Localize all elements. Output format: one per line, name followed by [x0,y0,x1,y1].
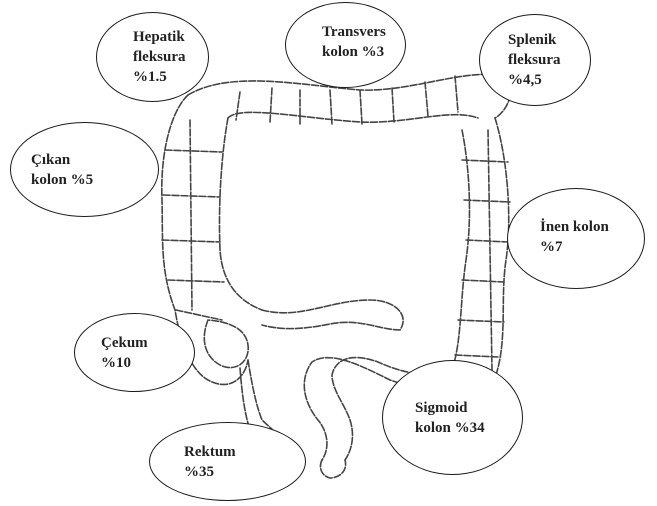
splenic-flexure-line-3: %4,5 [508,70,590,90]
splenic-flexure-line-1: Splenik [508,30,590,50]
rectum [320,460,345,478]
cecum-label: Çekum %10 [74,313,195,392]
hepatic-flexure-line-2: fleksura [133,47,208,67]
sigmoid-colon-line-1: Sigmoid [415,398,522,418]
ascending-colon-line-1: Çıkan [31,150,158,170]
ascending-colon-label: Çıkan kolon %5 [10,122,159,217]
sigmoid-colon-label: Sigmoid kolon %34 [382,360,523,475]
transverse-colon-line-1: Transvers [322,22,405,42]
cecum-line-1: Çekum [101,333,194,353]
hepatic-flexure-label: Hepatik fleksura %1.5 [96,12,209,102]
descending-colon-line-1: İnen kolon [540,217,644,237]
rectum-line-2: %35 [184,462,305,482]
cecum [204,320,248,368]
splenic-flexure-label: Splenik fleksura %4,5 [479,14,591,106]
transverse-colon-label: Transvers kolon %3 [285,2,406,88]
descending-colon-label: İnen kolon %7 [507,188,645,289]
hepatic-flexure-line-3: %1.5 [133,67,208,87]
cecum-line-2: %10 [101,353,194,373]
rectum-line-1: Rektum [184,442,305,462]
hepatic-flexure-line-1: Hepatik [133,27,208,47]
descending-colon-line-2: %7 [540,237,644,257]
splenic-flexure-line-2: fleksura [508,50,590,70]
ileum [262,300,403,330]
sigmoid-colon-line-2: kolon %34 [415,418,522,438]
descending-colon [495,118,509,378]
rectum-label: Rektum %35 [149,422,306,501]
ascending-colon-line-2: kolon %5 [31,170,158,190]
transverse-colon-line-2: kolon %3 [322,42,405,62]
